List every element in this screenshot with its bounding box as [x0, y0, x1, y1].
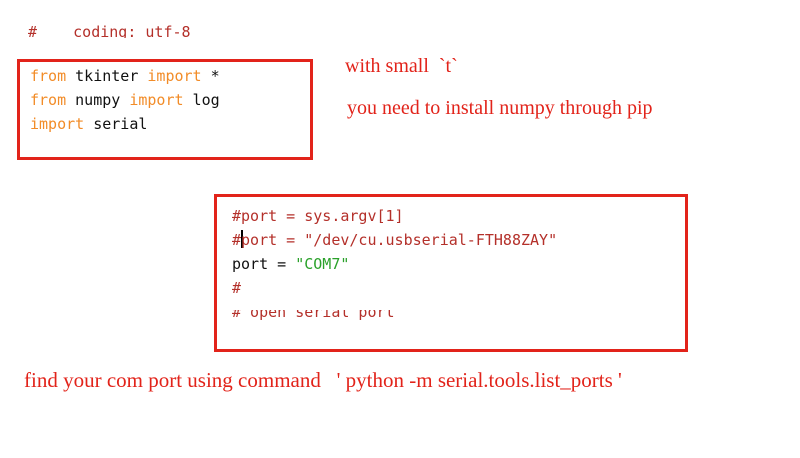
clipped-code-line: # coding: utf-8	[0, 18, 800, 38]
code-line-3: import serial	[30, 115, 147, 133]
clipped-code-text: # coding: utf-8	[28, 23, 191, 38]
code-line-2: from numpy import log	[30, 91, 220, 109]
import-target: log	[183, 91, 220, 109]
keyword: import	[147, 67, 202, 85]
code-block-imports: from tkinter import * from numpy import …	[30, 64, 220, 136]
keyword: import	[129, 91, 184, 109]
highlight-box-port	[214, 194, 688, 352]
assignment: port =	[232, 255, 296, 273]
module-name: tkinter	[66, 67, 148, 85]
import-target: *	[201, 67, 220, 85]
annotation-install-numpy: you need to install numpy through pip	[347, 97, 653, 119]
code-line-1: from tkinter import *	[30, 67, 220, 85]
comment-text: port = "/dev/cu.usbserial-FTH88ZAY"	[241, 231, 558, 249]
code-line-comment-dev: #port = "/dev/cu.usbserial-FTH88ZAY"	[232, 230, 558, 249]
string-literal: "COM7"	[295, 255, 350, 273]
annotation-small-t: with small `t`	[345, 55, 458, 77]
text-cursor	[241, 230, 244, 248]
highlight-box-imports	[17, 59, 313, 160]
keyword: from	[30, 91, 67, 109]
keyword: import	[30, 115, 85, 133]
keyword: from	[30, 67, 67, 85]
clip-mask	[218, 300, 680, 310]
module-name: serial	[84, 115, 148, 133]
comment-hash: #	[232, 231, 242, 249]
code-line-hash: #	[232, 279, 242, 297]
module-name: numpy	[66, 91, 130, 109]
code-line-port-assign: port = "COM7"	[232, 255, 349, 273]
annotation-find-com-port: find your com port using command ' pytho…	[24, 368, 622, 392]
code-line-comment-argv: #port = sys.argv[1]	[232, 207, 404, 225]
